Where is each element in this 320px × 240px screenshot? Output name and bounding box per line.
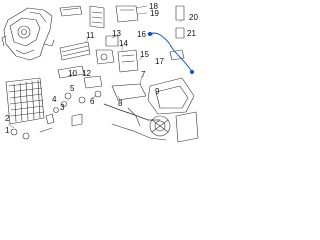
callout-12: 12 bbox=[82, 69, 91, 78]
actuator-motor bbox=[95, 49, 139, 73]
sensor-cable bbox=[147, 31, 195, 75]
callout-19: 19 bbox=[150, 9, 159, 18]
callout-3: 3 bbox=[60, 103, 65, 112]
blower-motor bbox=[149, 111, 199, 143]
vent-grille bbox=[89, 5, 105, 29]
callout-16: 16 bbox=[137, 30, 146, 39]
callout-9: 9 bbox=[155, 87, 160, 96]
callout-14: 14 bbox=[119, 39, 128, 48]
air-door bbox=[105, 5, 139, 47]
callout-13: 13 bbox=[112, 29, 121, 38]
callout-5: 5 bbox=[70, 84, 75, 93]
callout-17: 17 bbox=[155, 57, 164, 66]
cabin-filter bbox=[59, 5, 83, 17]
parts-diagram: 18 19 20 21 16 13 11 10 12 14 15 17 7 9 … bbox=[0, 0, 200, 147]
blower-housing bbox=[111, 77, 195, 115]
callout-10: 10 bbox=[68, 69, 77, 78]
callout-2: 2 bbox=[5, 114, 10, 123]
callout-15: 15 bbox=[140, 50, 149, 59]
parts-drawing bbox=[1, 5, 199, 143]
connector bbox=[169, 5, 185, 61]
callout-1: 1 bbox=[5, 126, 10, 135]
fittings bbox=[10, 101, 67, 140]
callout-11: 11 bbox=[86, 31, 95, 40]
sensors bbox=[64, 75, 103, 127]
callout-18: 18 bbox=[149, 2, 158, 11]
callout-7: 7 bbox=[141, 70, 146, 79]
callout-4: 4 bbox=[52, 95, 57, 104]
heater-core bbox=[5, 77, 45, 125]
leader-lines bbox=[7, 5, 183, 129]
callout-21: 21 bbox=[187, 29, 196, 38]
callout-20: 20 bbox=[189, 13, 198, 22]
hvac-housing bbox=[1, 7, 55, 61]
callout-8: 8 bbox=[118, 99, 123, 108]
callout-6: 6 bbox=[90, 97, 95, 106]
